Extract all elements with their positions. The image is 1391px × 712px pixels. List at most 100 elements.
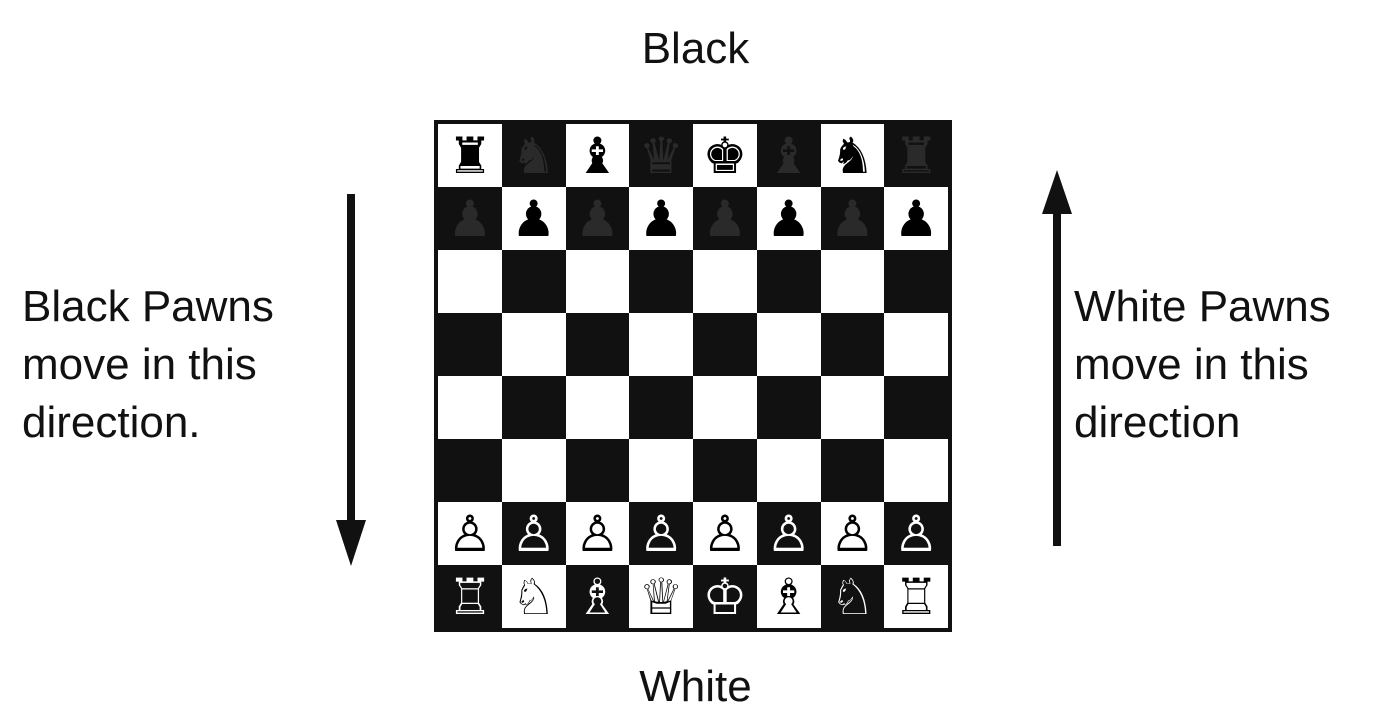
- light-square: [821, 250, 885, 313]
- light-square: [629, 313, 693, 376]
- light-square: ♝: [566, 124, 630, 187]
- dark-square: [438, 439, 502, 502]
- light-square: ♗: [757, 565, 821, 628]
- light-square: [757, 439, 821, 502]
- black-pawn-icon: ♟: [702, 194, 747, 244]
- light-square: [502, 439, 566, 502]
- black-bishop-icon: ♝: [766, 131, 811, 181]
- top-label: Black: [0, 20, 1391, 78]
- light-square: [693, 250, 757, 313]
- dark-square: [502, 250, 566, 313]
- dark-square: [693, 439, 757, 502]
- light-square: ♟: [757, 187, 821, 250]
- chess-board: ♜♞♝♛♚♝♞♜♟♟♟♟♟♟♟♟♙♙♙♙♙♙♙♙♖♘♗♕♔♗♘♖: [434, 120, 952, 632]
- light-square: [757, 313, 821, 376]
- dark-square: [502, 376, 566, 439]
- dark-square: [757, 250, 821, 313]
- board-rank: ♖♘♗♕♔♗♘♖: [438, 565, 948, 628]
- black-pawn-icon: ♟: [639, 194, 684, 244]
- down-arrow-icon: [334, 190, 368, 570]
- board-rank: ♙♙♙♙♙♙♙♙: [438, 502, 948, 565]
- dark-square: ♗: [566, 565, 630, 628]
- black-knight-icon: ♞: [511, 131, 556, 181]
- right-caption: White Pawns move in this direction: [1074, 278, 1391, 452]
- board-rank: ♜♞♝♛♚♝♞♜: [438, 124, 948, 187]
- up-arrow-icon: [1040, 168, 1074, 548]
- right-caption-line-2: move in this: [1074, 336, 1391, 394]
- white-pawn-icon: ♙: [766, 509, 811, 559]
- white-pawn-icon: ♙: [894, 509, 939, 559]
- dark-square: ♞: [502, 124, 566, 187]
- dark-square: ♟: [693, 187, 757, 250]
- white-bishop-icon: ♗: [575, 572, 620, 622]
- dark-square: [438, 313, 502, 376]
- light-square: ♟: [629, 187, 693, 250]
- dark-square: [884, 376, 948, 439]
- light-square: [629, 439, 693, 502]
- black-pawn-icon: ♟: [447, 194, 492, 244]
- left-caption-line-3: direction.: [22, 394, 342, 452]
- black-rook-icon: ♜: [447, 131, 492, 181]
- board-rank: [438, 250, 948, 313]
- dark-square: [629, 250, 693, 313]
- black-pawn-icon: ♟: [575, 194, 620, 244]
- dark-square: ♝: [757, 124, 821, 187]
- right-caption-line-1: White Pawns: [1074, 278, 1391, 336]
- dark-square: ♘: [821, 565, 885, 628]
- light-square: [566, 376, 630, 439]
- dark-square: [566, 313, 630, 376]
- white-pawn-icon: ♙: [447, 509, 492, 559]
- board-rank: [438, 439, 948, 502]
- light-square: ♚: [693, 124, 757, 187]
- board-rank: [438, 313, 948, 376]
- white-queen-icon: ♕: [639, 572, 684, 622]
- board-rank: [438, 376, 948, 439]
- dark-square: ♟: [438, 187, 502, 250]
- dark-square: [884, 250, 948, 313]
- light-square: ♙: [693, 502, 757, 565]
- white-pawn-icon: ♙: [702, 509, 747, 559]
- light-square: [502, 313, 566, 376]
- black-knight-icon: ♞: [830, 131, 875, 181]
- black-rook-icon: ♜: [894, 131, 939, 181]
- black-bishop-icon: ♝: [575, 131, 620, 181]
- dark-square: [821, 313, 885, 376]
- light-square: ♞: [821, 124, 885, 187]
- light-square: [566, 250, 630, 313]
- dark-square: ♔: [693, 565, 757, 628]
- light-square: [884, 313, 948, 376]
- light-square: ♜: [438, 124, 502, 187]
- light-square: [693, 376, 757, 439]
- dark-square: ♜: [884, 124, 948, 187]
- board-rank: ♟♟♟♟♟♟♟♟: [438, 187, 948, 250]
- right-caption-line-3: direction: [1074, 394, 1391, 452]
- dark-square: [566, 439, 630, 502]
- white-pawn-icon: ♙: [830, 509, 875, 559]
- light-square: ♕: [629, 565, 693, 628]
- light-square: [438, 376, 502, 439]
- dark-square: ♟: [821, 187, 885, 250]
- dark-square: [693, 313, 757, 376]
- white-pawn-icon: ♙: [639, 509, 684, 559]
- white-bishop-icon: ♗: [766, 572, 811, 622]
- dark-square: [821, 439, 885, 502]
- dark-square: ♖: [438, 565, 502, 628]
- bottom-label: White: [0, 662, 1391, 712]
- black-king-icon: ♚: [702, 131, 747, 181]
- black-pawn-icon: ♟: [830, 194, 875, 244]
- light-square: [438, 250, 502, 313]
- white-king-icon: ♔: [702, 572, 747, 622]
- dark-square: ♛: [629, 124, 693, 187]
- light-square: [821, 376, 885, 439]
- light-square: ♟: [884, 187, 948, 250]
- black-pawn-icon: ♟: [894, 194, 939, 244]
- light-square: ♙: [566, 502, 630, 565]
- dark-square: [757, 376, 821, 439]
- white-knight-icon: ♘: [511, 572, 556, 622]
- white-pawn-icon: ♙: [575, 509, 620, 559]
- light-square: ♖: [884, 565, 948, 628]
- left-caption: Black Pawns move in this direction.: [22, 278, 342, 452]
- light-square: ♘: [502, 565, 566, 628]
- dark-square: ♙: [502, 502, 566, 565]
- light-square: ♟: [502, 187, 566, 250]
